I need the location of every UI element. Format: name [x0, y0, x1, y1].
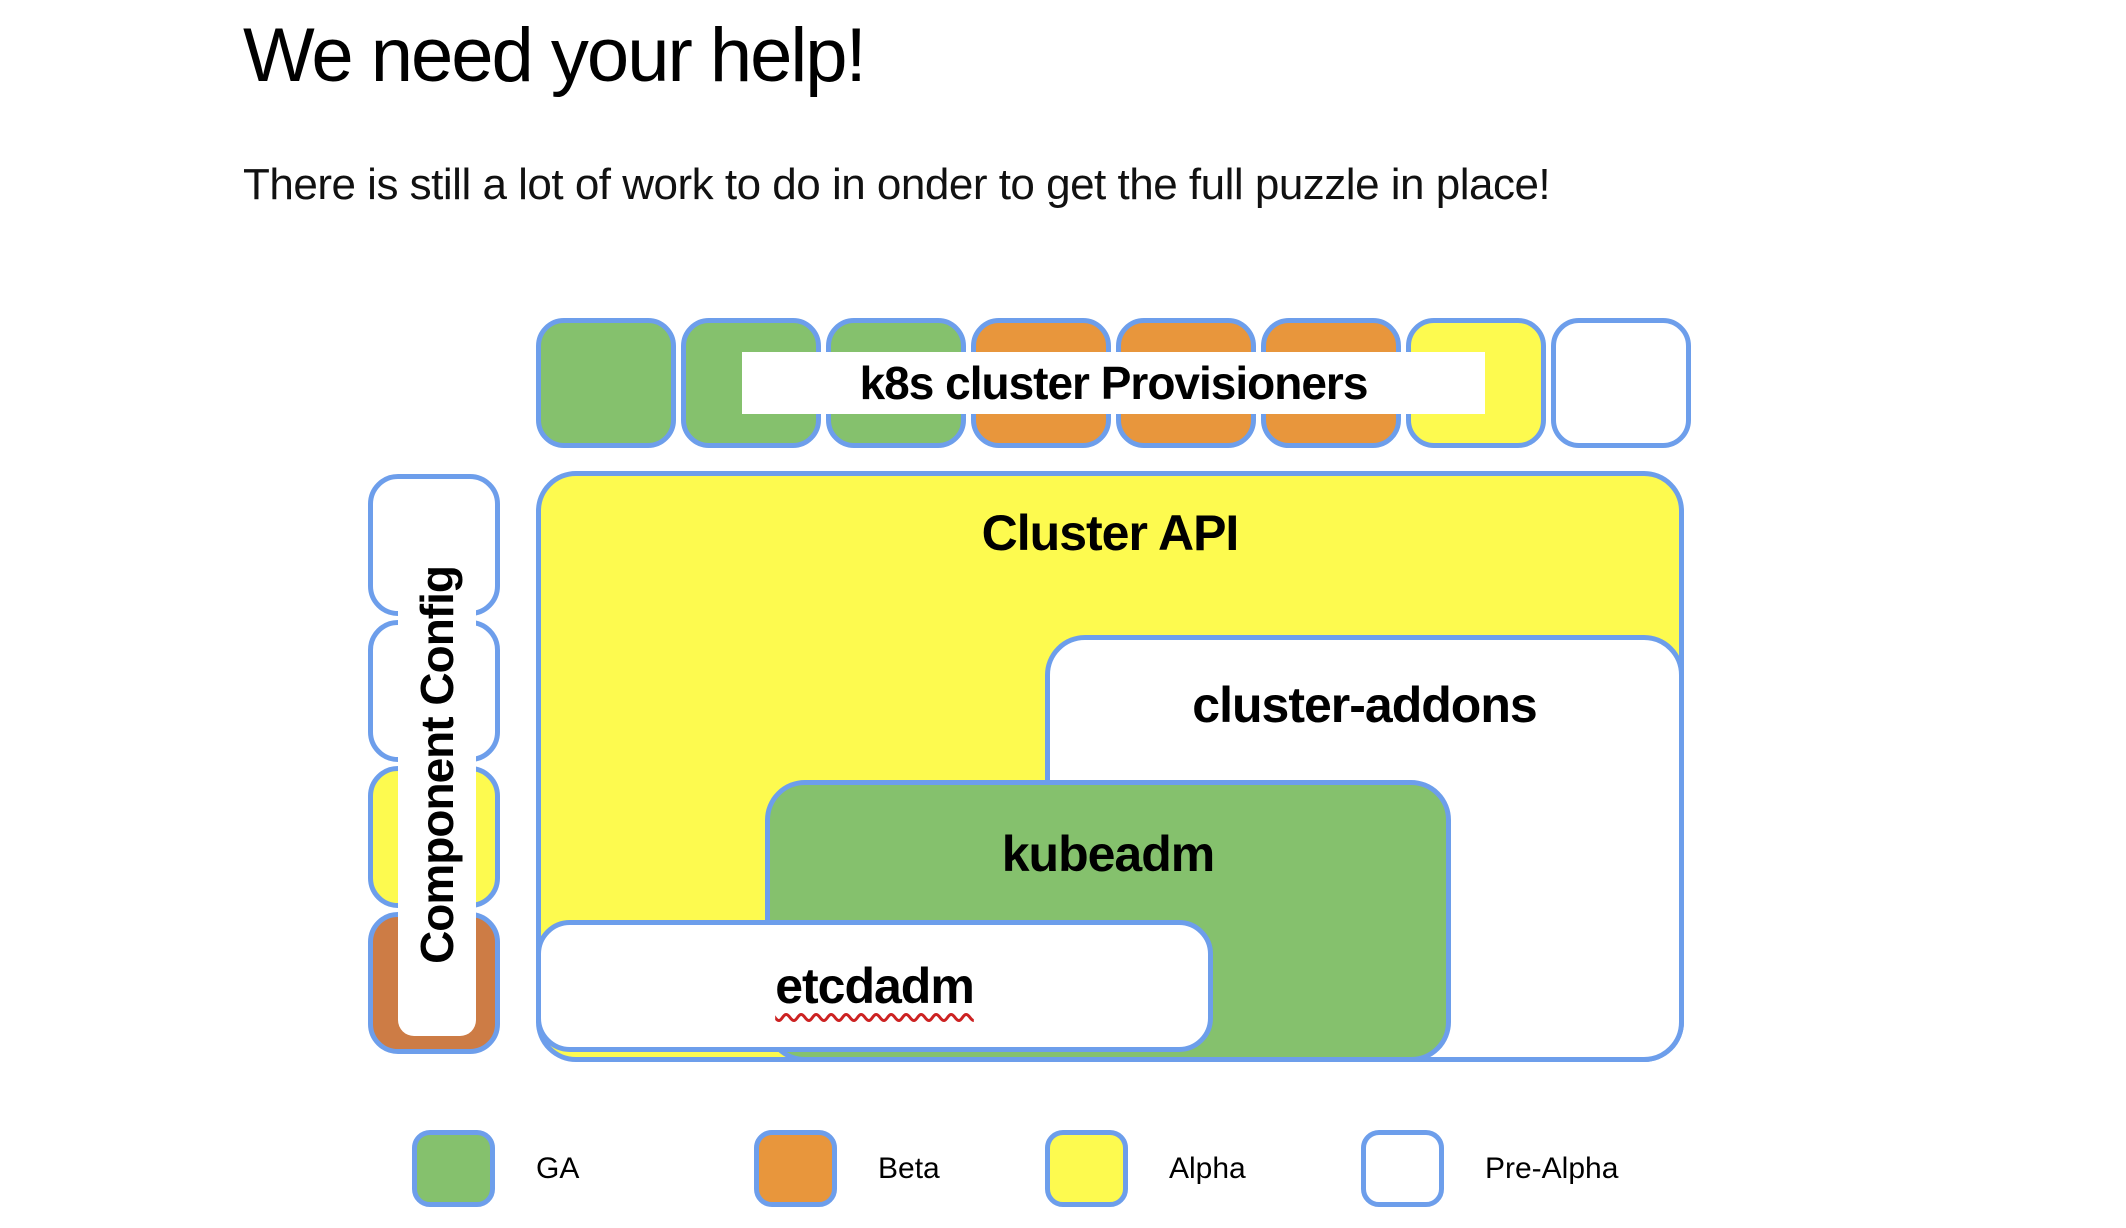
legend-label-prealpha: Pre-Alpha	[1485, 1151, 1619, 1185]
cluster-addons-label: cluster-addons	[1192, 677, 1537, 733]
slide-title: We need your help!	[243, 13, 867, 98]
legend-item-prealpha: Pre-Alpha	[1361, 1130, 1618, 1207]
legend-label-alpha: Alpha	[1169, 1151, 1246, 1185]
provisioners-row-label: k8s cluster Provisioners	[742, 352, 1485, 414]
legend-item-alpha: Alpha	[1045, 1130, 1246, 1207]
puzzle-square-ga	[536, 318, 676, 448]
legend-swatch-alpha	[1045, 1130, 1128, 1207]
puzzle-square-prealpha	[1551, 318, 1691, 448]
kubeadm-label: kubeadm	[1001, 826, 1216, 882]
legend-swatch-beta	[754, 1130, 837, 1207]
legend-item-ga: GA	[412, 1130, 579, 1207]
component-config-label: Component Config	[411, 566, 463, 964]
etcdadm-label: etcdadm	[775, 958, 975, 1014]
component-config-label-box: Component Config	[398, 494, 476, 1036]
legend-swatch-ga	[412, 1130, 495, 1207]
cluster-api-label: Cluster API	[981, 505, 1240, 561]
slide-subtitle: There is still a lot of work to do in on…	[243, 160, 1551, 209]
etcdadm-box: etcdadm	[536, 920, 1213, 1052]
legend-label-beta: Beta	[878, 1151, 940, 1185]
legend-item-beta: Beta	[754, 1130, 940, 1207]
legend-swatch-prealpha	[1361, 1130, 1444, 1207]
legend-label-ga: GA	[536, 1151, 580, 1185]
